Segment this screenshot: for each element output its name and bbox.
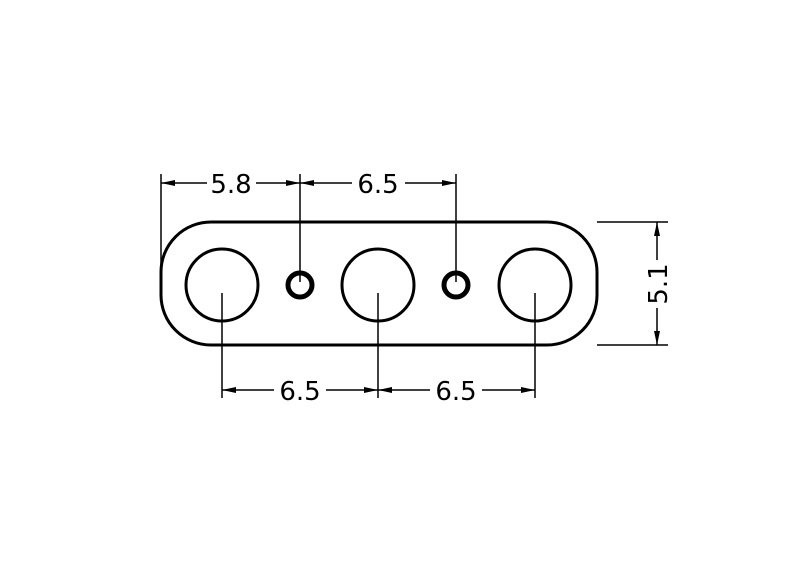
connector-body-outline bbox=[159, 220, 599, 347]
dim-label-bottom-left: 6.5 bbox=[279, 377, 320, 407]
dimension-lines bbox=[161, 180, 660, 393]
dim-label-height: 5.1 bbox=[644, 263, 674, 304]
dim-label-top-left: 5.8 bbox=[210, 170, 251, 200]
dim-label-top-right: 6.5 bbox=[357, 170, 398, 200]
dim-label-bottom-right: 6.5 bbox=[435, 377, 476, 407]
